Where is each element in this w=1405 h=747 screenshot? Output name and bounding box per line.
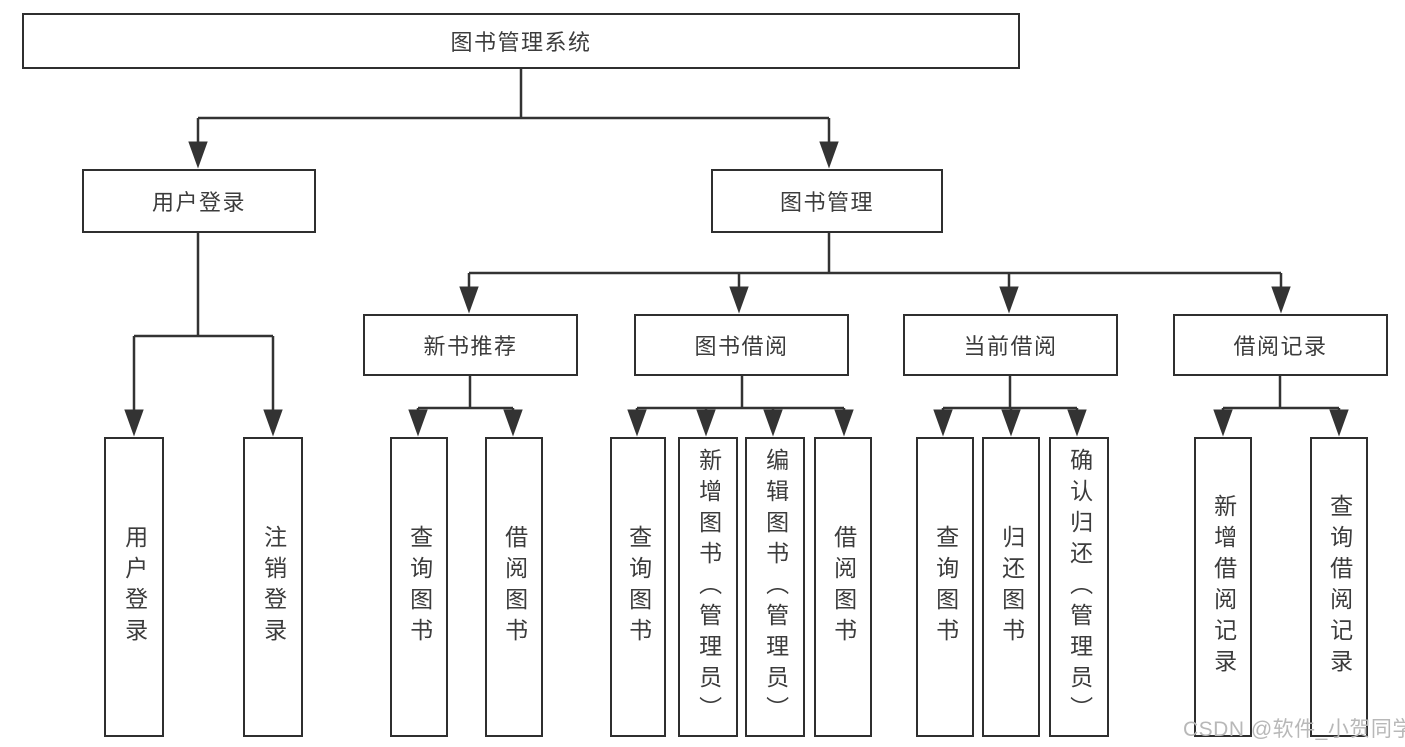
node-borrowing-records: 借阅记录 — [1173, 314, 1388, 376]
leaf-add-borrow-record-label: 新增借阅记录 — [1210, 494, 1237, 680]
node-new-book-recommend-label: 新书推荐 — [423, 334, 518, 359]
leaf-query-books-borrowing-label: 查询图书 — [625, 525, 652, 649]
node-root-label: 图书管理系统 — [450, 30, 592, 55]
leaf-query-books-recommend-label: 查询图书 — [406, 525, 433, 649]
leaf-query-books-recommend: 查询图书 — [390, 437, 448, 737]
leaf-return-books: 归还图书 — [982, 437, 1040, 737]
leaf-query-books-current-label: 查询图书 — [932, 525, 959, 649]
node-user-login: 用户登录 — [82, 169, 316, 233]
node-borrowing-records-label: 借阅记录 — [1233, 334, 1328, 359]
leaf-edit-books-admin-label: 编辑图书（管理员） — [762, 447, 789, 727]
leaf-logout: 注销登录 — [243, 437, 303, 737]
leaf-add-books-admin-label: 新增图书（管理员） — [695, 447, 722, 727]
node-root-system: 图书管理系统 — [22, 13, 1020, 69]
node-book-management: 图书管理 — [711, 169, 943, 233]
node-current-borrowing-label: 当前借阅 — [963, 334, 1058, 359]
leaf-confirm-return-admin: 确认归还（管理员） — [1049, 437, 1109, 737]
leaf-user-login: 用户登录 — [104, 437, 164, 737]
leaf-confirm-return-admin-label: 确认归还（管理员） — [1066, 447, 1093, 727]
leaf-borrow-books-label: 借阅图书 — [830, 525, 857, 649]
leaf-borrow-books: 借阅图书 — [814, 437, 872, 737]
leaf-query-borrow-record-label: 查询借阅记录 — [1326, 494, 1353, 680]
leaf-user-login-label: 用户登录 — [121, 525, 148, 649]
watermark: CSDN @软件_小贺同学 — [1183, 718, 1405, 741]
leaf-add-borrow-record: 新增借阅记录 — [1194, 437, 1252, 737]
node-book-borrowing-label: 图书借阅 — [694, 334, 789, 359]
node-user-login-label: 用户登录 — [151, 190, 246, 215]
leaf-return-books-label: 归还图书 — [998, 525, 1025, 649]
node-book-borrowing: 图书借阅 — [634, 314, 849, 376]
node-new-book-recommend: 新书推荐 — [363, 314, 578, 376]
leaf-query-books-borrowing: 查询图书 — [610, 437, 666, 737]
node-book-management-label: 图书管理 — [779, 190, 874, 215]
leaf-logout-label: 注销登录 — [260, 525, 287, 649]
leaf-query-borrow-record: 查询借阅记录 — [1310, 437, 1368, 737]
node-current-borrowing: 当前借阅 — [903, 314, 1118, 376]
leaf-borrow-books-recommend: 借阅图书 — [485, 437, 543, 737]
leaf-add-books-admin: 新增图书（管理员） — [678, 437, 738, 737]
leaf-borrow-books-recommend-label: 借阅图书 — [501, 525, 528, 649]
leaf-edit-books-admin: 编辑图书（管理员） — [745, 437, 805, 737]
leaf-query-books-current: 查询图书 — [916, 437, 974, 737]
